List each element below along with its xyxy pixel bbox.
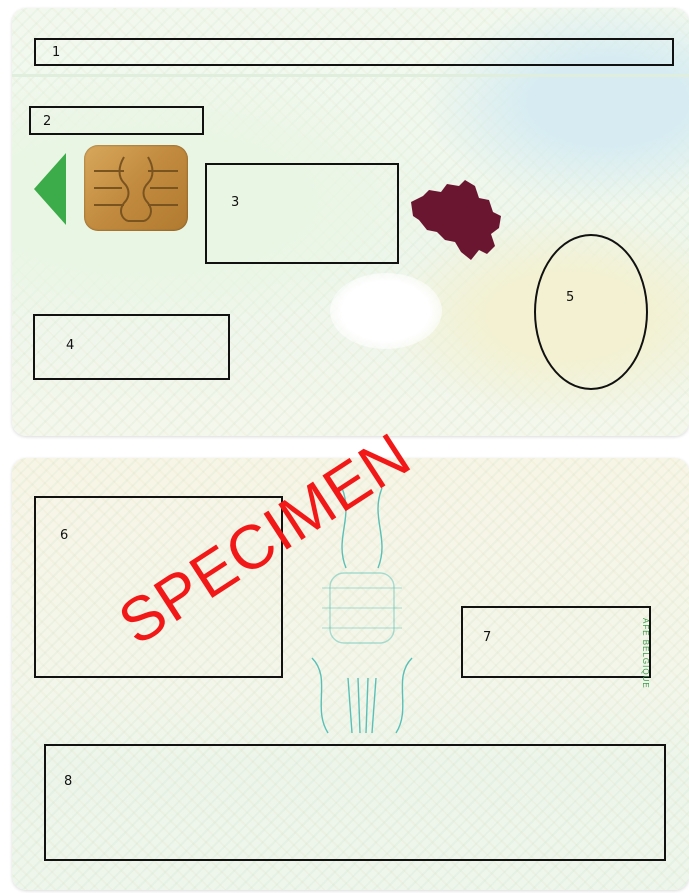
field-3-box: 3 xyxy=(205,163,399,264)
field-4-number: 4 xyxy=(66,338,74,353)
field-2-box: 2 xyxy=(29,106,204,135)
arrow-icon xyxy=(34,153,66,225)
chip-icon xyxy=(84,145,188,231)
field-1-box: 1 xyxy=(34,38,674,66)
field-3-number: 3 xyxy=(231,195,239,210)
field-7-number: 7 xyxy=(483,630,491,645)
hologram-icon xyxy=(330,273,442,349)
field-5-number: 5 xyxy=(566,290,574,305)
field-7-box: 7 xyxy=(461,606,651,678)
field-8-number: 8 xyxy=(64,774,72,789)
belgium-map-icon xyxy=(405,176,511,264)
card-front: 1 2 3 4 5 xyxy=(12,8,689,436)
field-4-box: 4 xyxy=(33,314,230,380)
header-band xyxy=(12,74,689,77)
field-6-number: 6 xyxy=(60,528,68,543)
field-1-number: 1 xyxy=(52,45,60,60)
field-2-number: 2 xyxy=(43,114,51,129)
field-8-box: 8 xyxy=(44,744,666,861)
edge-microtext: AFE BELGIQUE xyxy=(641,618,650,689)
field-5-ellipse: 5 xyxy=(534,234,648,390)
